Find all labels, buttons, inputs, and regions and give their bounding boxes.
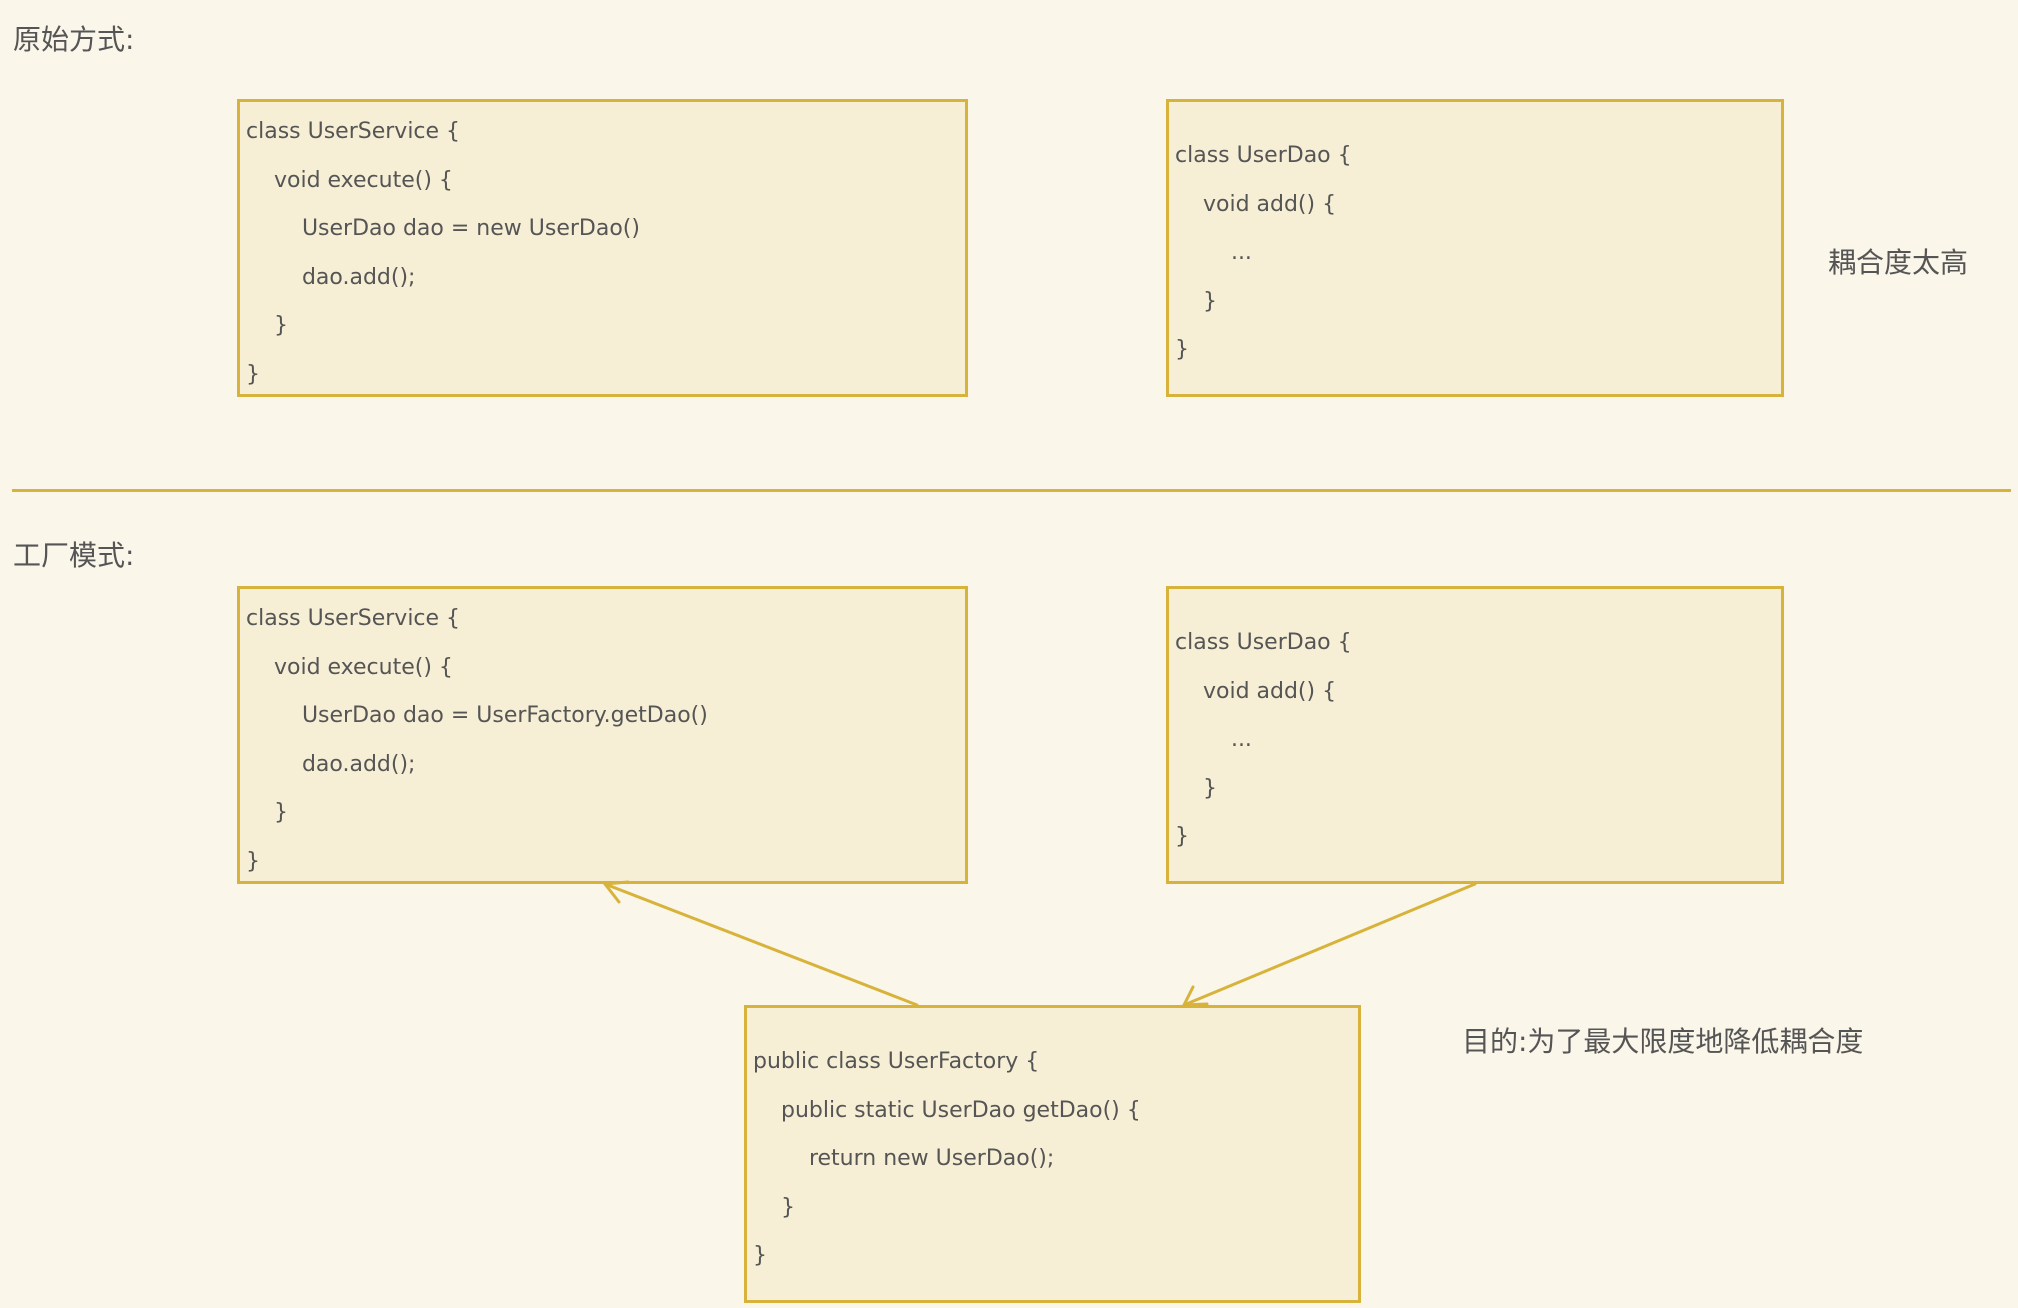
code-line: } bbox=[246, 313, 288, 338]
section-divider bbox=[12, 489, 2011, 492]
code-line: void add() { bbox=[1175, 191, 1337, 217]
code-line: } bbox=[1175, 288, 1217, 314]
code-line: } bbox=[1175, 337, 1189, 362]
arrow-dao-to-factory bbox=[1181, 882, 1477, 1007]
code-line: } bbox=[1175, 824, 1189, 849]
code-line: void execute() { bbox=[246, 167, 453, 193]
code-line: UserDao dao = UserFactory.getDao() bbox=[246, 703, 708, 728]
code-line: } bbox=[246, 361, 260, 387]
userdao-original-box: class UserDao { void add() { ... } } bbox=[1166, 99, 1784, 397]
code-line: } bbox=[246, 800, 288, 825]
code-line: } bbox=[246, 848, 260, 874]
section-label-original: 原始方式: bbox=[13, 23, 135, 56]
code-line: ... bbox=[1175, 727, 1252, 752]
code-line: class UserDao { bbox=[1175, 143, 1352, 168]
code-line: dao.add(); bbox=[246, 751, 416, 777]
section-label-factory: 工厂模式: bbox=[13, 539, 135, 572]
code-line: void execute() { bbox=[246, 654, 453, 680]
code-line: ... bbox=[1175, 240, 1252, 265]
goal-note: 目的:为了最大限度地降低耦合度 bbox=[1462, 1025, 1864, 1058]
userfactory-box: public class UserFactory { public static… bbox=[744, 1005, 1361, 1303]
userservice-factory-box: class UserService { void execute() { Use… bbox=[237, 586, 968, 884]
code-line: dao.add(); bbox=[246, 264, 416, 290]
code-line: void add() { bbox=[1175, 678, 1337, 704]
userdao-factory-box: class UserDao { void add() { ... } } bbox=[1166, 586, 1784, 884]
code-line: class UserService { bbox=[246, 606, 461, 631]
code-line: } bbox=[1175, 775, 1217, 801]
code-line: return new UserDao(); bbox=[753, 1146, 1055, 1171]
code-line: } bbox=[753, 1194, 795, 1220]
coupling-note: 耦合度太高 bbox=[1828, 246, 1969, 279]
code-line: public static UserDao getDao() { bbox=[753, 1097, 1141, 1123]
code-line: class UserService { bbox=[246, 119, 461, 144]
code-line: public class UserFactory { bbox=[753, 1049, 1040, 1074]
code-line: class UserDao { bbox=[1175, 630, 1352, 655]
arrow-factory-to-service bbox=[602, 880, 919, 1007]
code-line: } bbox=[753, 1243, 767, 1268]
code-line: UserDao dao = new UserDao() bbox=[246, 216, 640, 241]
userservice-original-box: class UserService { void execute() { Use… bbox=[237, 99, 968, 397]
